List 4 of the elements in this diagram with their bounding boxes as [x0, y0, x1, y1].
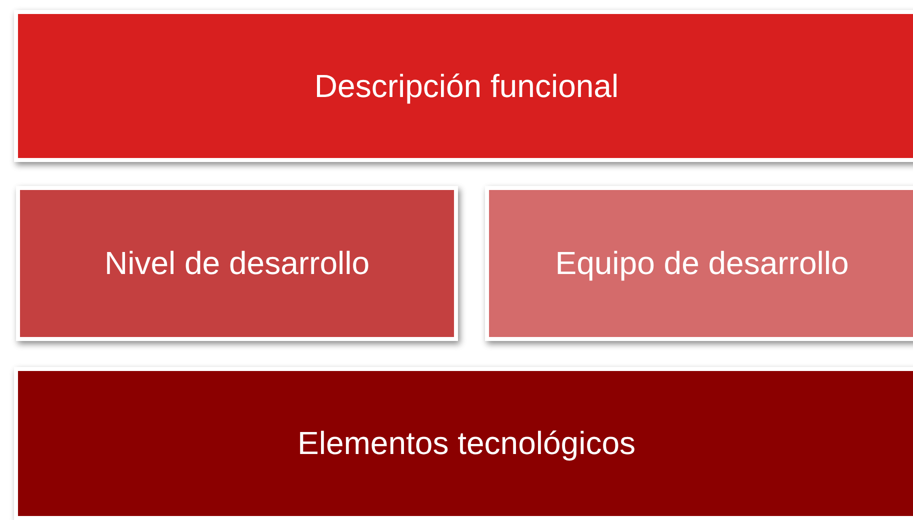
box-label: Nivel de desarrollo	[104, 245, 370, 282]
box-label: Equipo de desarrollo	[555, 245, 849, 282]
box-label: Elementos tecnológicos	[298, 425, 636, 462]
box-label: Descripción funcional	[314, 68, 619, 104]
